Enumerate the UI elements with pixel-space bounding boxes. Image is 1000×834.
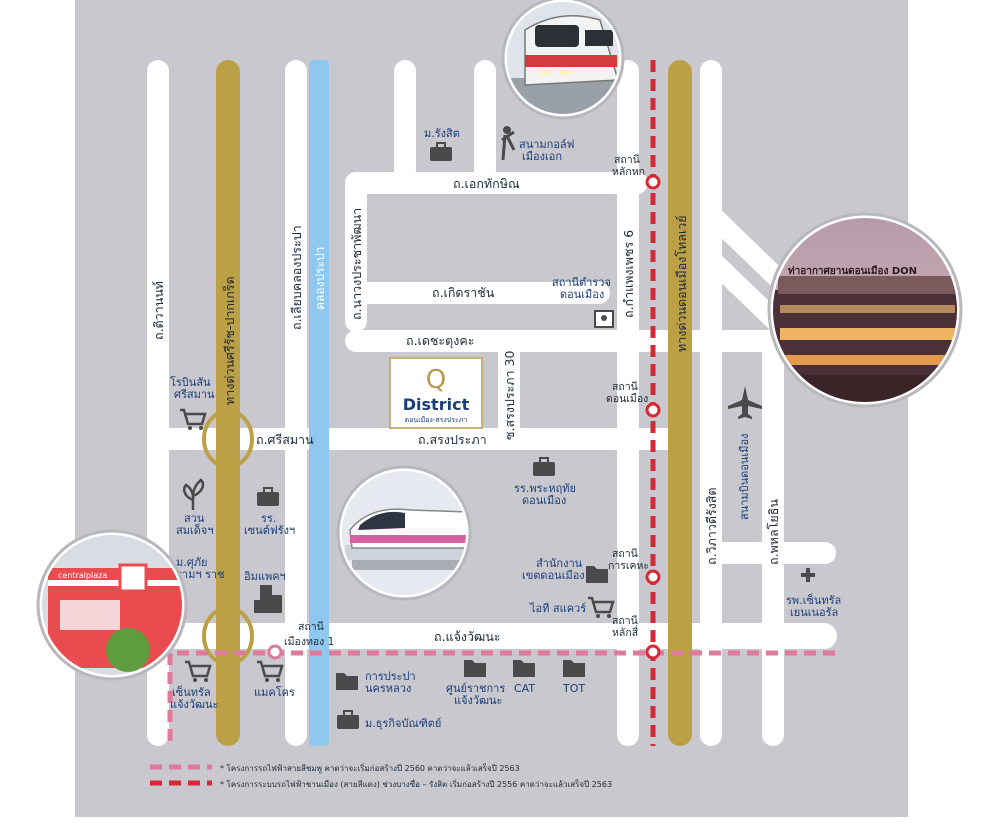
label-park-2: สมเด็จฯ <box>176 523 214 537</box>
project-subtitle: ดอนเมือง-สรงประภา <box>405 416 468 424</box>
shopping-cart-icon-4 <box>257 660 284 682</box>
station-lak-si-1: สถานี <box>612 614 638 627</box>
briefcase-icon-3 <box>533 457 555 476</box>
poi-icons <box>180 126 815 729</box>
label-park-1: สวน <box>184 512 205 525</box>
road-expressway-east: ทางด่วนดอนเมืองโทลเวย์ <box>674 215 689 352</box>
label-robinson-2: ศรีสมาน <box>174 388 215 401</box>
road-phahonyothin: ถ.พหลโยธิน <box>766 499 781 565</box>
label-pwa-1: การประปา <box>365 670 416 683</box>
canal <box>309 60 329 746</box>
label-school-2: เซนต์ฟรังฯ <box>244 524 295 537</box>
label-office-1: สำนักงาน <box>536 557 583 570</box>
airport-sign-text: ท่าอากาศยานดอนเมือง DON <box>788 265 917 277</box>
briefcase-icon-2 <box>257 487 279 506</box>
station-kheha-2: การเคหะ <box>608 560 649 572</box>
label-rangsit-univ: ม.รังสิต <box>424 127 460 140</box>
road-nawong: ถ.นาวงประชาพัฒนา <box>349 208 364 320</box>
road-liap-khlong: ถ.เลียบคลองประปา <box>289 225 304 330</box>
building-icon <box>254 585 282 613</box>
photo-red-line-train <box>501 0 625 120</box>
label-prasit-2: รามฯ ราช <box>176 568 225 581</box>
label-govt-2: แจ้งวัฒนะ <box>454 694 502 707</box>
station-lak-hok-1: สถานี <box>614 153 640 166</box>
photo-central-mall: centralplaza <box>36 529 188 681</box>
label-central-2: แจ้งวัฒนะ <box>170 698 218 711</box>
police-icon <box>594 310 614 328</box>
station-markers <box>267 174 661 660</box>
station-lak-hok-2: หลักหก <box>612 166 645 178</box>
road-vibhavadi: ถ.วิภาวดีรังสิต <box>704 487 719 565</box>
station-labels: สถานี หลักหก สถานี ดอนเมือง สถานี การเคห… <box>284 153 649 648</box>
briefcase-icon-4 <box>337 710 359 729</box>
label-hospital-2: เยนเนอรัล <box>790 606 838 619</box>
label-makro: แมคโคร <box>254 685 295 699</box>
label-it-square: ไอที สแควร์ <box>529 602 586 615</box>
label-robinson-1: โรบินสัน <box>170 375 211 389</box>
road-det-chudet: ถ.เดชะตุงคะ <box>406 333 474 349</box>
briefcase-icon <box>430 142 452 161</box>
label-prachathipat-2: ดอนเมือง <box>522 494 566 507</box>
project-logo-letter: Q <box>426 365 446 395</box>
road-kamphaeng-phet: ถ.กำแพงเพชร 6 <box>621 230 636 318</box>
tree-icon <box>183 478 205 510</box>
label-cat: CAT <box>514 682 535 695</box>
station-muang-thong-1: สถานี <box>298 620 324 633</box>
hospital-icon <box>801 568 815 582</box>
road-soi-30: ซ.สรงประภา 30 <box>502 351 517 440</box>
project-marker: Q District ดอนเมือง-สรงประภา <box>389 357 483 429</box>
road-koet-racha: ถ.เกิดราชัน <box>432 285 495 300</box>
label-dhurakij: ม.ธุรกิจบัณฑิตย์ <box>365 717 441 730</box>
shopping-cart-icon-2 <box>588 596 615 618</box>
shopping-cart-icon-3 <box>185 660 212 682</box>
label-prachathipat-1: รร.พระหฤทัย <box>514 482 576 495</box>
vertical-roads <box>147 60 784 746</box>
airplane-icon <box>728 386 762 419</box>
road-si-saman: ถ.ศรีสมาน <box>256 432 314 447</box>
road-tiwanon: ถ.ติวานนท์ <box>151 281 166 340</box>
label-golf-1: สนามกอล์ฟ <box>519 138 574 151</box>
label-central-1: เซ็นทรัล <box>172 685 211 699</box>
folder-icon-5 <box>563 660 585 677</box>
legend-red-text: * โครงการระบบรถไฟฟ้าชานเมือง (สายสีแดง) … <box>220 778 612 789</box>
folder-icon-2 <box>336 673 358 690</box>
folder-icon-4 <box>513 660 535 677</box>
folder-icon-3 <box>464 660 486 677</box>
photo-pink-line-monorail <box>336 465 472 601</box>
label-police-2: ดอนเมือง <box>560 288 604 301</box>
station-kheha-1: สถานี <box>612 547 638 560</box>
label-golf-2: เมืองเอก <box>522 150 562 163</box>
label-hospital-1: รพ.เซ็นทรัล <box>786 593 841 607</box>
label-prasit-1: ม.ศุภัย <box>176 556 207 569</box>
road-labels: ถ.เอกทักษิณ ถ.เกิดราชัน ถ.เดชะตุงคะ ถ.ศร… <box>151 176 781 644</box>
road-song-prapha: ถ.สรงประภา <box>418 432 487 447</box>
station-muang-thong-2: เมืองทอง 1 <box>284 635 334 648</box>
label-school-1: รร. <box>261 512 276 525</box>
label-office-2: เขตดอนเมือง <box>522 569 585 582</box>
road-khlong-prapa: คลองประปา <box>313 247 327 310</box>
airport-runway-label: สนามบินดอนเมือง <box>738 434 751 520</box>
golf-icon <box>501 126 516 161</box>
photo-airport: ท่าอากาศยานดอนเมือง DON <box>767 212 963 408</box>
project-name: District <box>403 395 470 414</box>
station-lak-si-2: หลักสี่ <box>612 625 639 639</box>
legend: * โครงการรถไฟฟ้าสายสีชมพู คาดว่าจะเริ่มก… <box>150 762 612 789</box>
station-don-mueang-2: ดอนเมือง <box>606 392 648 405</box>
road-expressway-west: ทางด่วนศรีรัช-ปากเกร็ด <box>222 276 237 405</box>
label-police-1: สถานีตำรวจ <box>552 276 611 289</box>
road-chaeng-watthana: ถ.แจ้งวัฒนะ <box>434 629 501 644</box>
folder-icon <box>586 566 608 583</box>
mall-sign-text: centralplaza <box>58 571 107 580</box>
expressways <box>202 60 692 746</box>
label-govt-1: ศูนย์ราชการ <box>446 682 505 695</box>
shopping-cart-icon <box>180 408 207 430</box>
label-impact: อิมแพคฯ <box>244 570 286 583</box>
road-ek-thakkhin: ถ.เอกทักษิณ <box>453 176 520 191</box>
legend-pink-text: * โครงการรถไฟฟ้าสายสีชมพู คาดว่าจะเริ่มก… <box>220 762 520 774</box>
station-don-mueang-1: สถานี <box>612 380 638 393</box>
poi-labels: ม.รังสิต สนามกอล์ฟ เมืองเอก สถานีตำรวจ ด… <box>170 127 841 730</box>
label-pwa-2: นครหลวง <box>365 682 411 695</box>
label-tot: TOT <box>562 682 585 695</box>
